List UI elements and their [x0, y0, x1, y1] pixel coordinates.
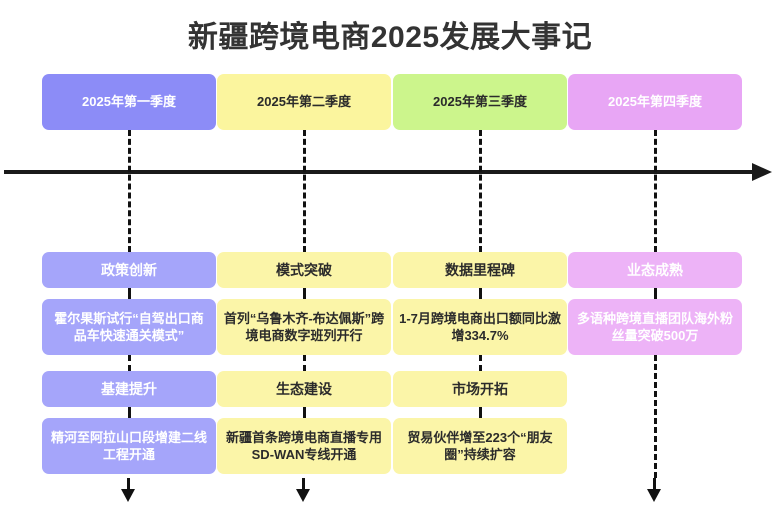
category-label-q2-0[interactable]: 模式突破 — [217, 252, 391, 288]
quarter-header-q1[interactable]: 2025年第一季度 — [42, 74, 216, 130]
category-label-q1-1[interactable]: 基建提升 — [42, 371, 216, 407]
connector-dashed-q1-mid3 — [128, 407, 131, 418]
detail-card-q3-1[interactable]: 贸易伙伴增至223个“朋友圈”持续扩容 — [393, 418, 567, 474]
page-title: 新疆跨境电商2025发展大事记 — [187, 21, 593, 54]
connector-dashed-q2-mid2 — [303, 355, 306, 371]
down-arrow-head-icon-q4 — [647, 489, 661, 502]
detail-card-q1-1[interactable]: 精河至阿拉山口段增建二线工程开通 — [42, 418, 216, 474]
connector-dashed-q1-mid1 — [128, 288, 131, 299]
connector-dashed-q3-upper — [479, 130, 482, 252]
down-arrow-stem-q2 — [302, 478, 305, 492]
connector-dashed-q1-upper — [128, 130, 131, 252]
connector-dashed-q2-mid3 — [303, 407, 306, 418]
down-arrow-head-icon-q2 — [296, 489, 310, 502]
detail-card-q2-0[interactable]: 首列“乌鲁木齐-布达佩斯”跨境电商数字班列开行 — [217, 299, 391, 355]
connector-dashed-q1-mid2 — [128, 355, 131, 371]
quarter-header-q4[interactable]: 2025年第四季度 — [568, 74, 742, 130]
down-arrow-head-icon-q1 — [121, 489, 135, 502]
quarter-header-q2[interactable]: 2025年第二季度 — [217, 74, 391, 130]
detail-card-q3-0[interactable]: 1-7月跨境电商出口额同比激增334.7% — [393, 299, 567, 355]
detail-card-q1-0[interactable]: 霍尔果斯试行“自驾出口商品车快速通关模式” — [42, 299, 216, 355]
timeline-axis-line — [4, 170, 756, 174]
connector-dashed-q3-mid1 — [479, 288, 482, 299]
connector-dashed-q2-mid1 — [303, 288, 306, 299]
connector-dashed-q4-lower — [654, 355, 657, 478]
category-label-q3-1[interactable]: 市场开拓 — [393, 371, 567, 407]
category-label-q4-0[interactable]: 业态成熟 — [568, 252, 742, 288]
connector-dashed-q4-mid1 — [654, 288, 657, 299]
down-arrow-stem-q4 — [653, 478, 656, 492]
timeline-arrow-head-icon — [752, 163, 772, 181]
connector-dashed-q4-upper — [654, 130, 657, 252]
connector-dashed-q2-upper — [303, 130, 306, 252]
down-arrow-stem-q1 — [127, 478, 130, 492]
category-label-q1-0[interactable]: 政策创新 — [42, 252, 216, 288]
detail-card-q2-1[interactable]: 新疆首条跨境电商直播专用SD-WAN专线开通 — [217, 418, 391, 474]
quarter-header-q3[interactable]: 2025年第三季度 — [393, 74, 567, 130]
detail-card-q4-0[interactable]: 多语种跨境直播团队海外粉丝量突破500万 — [568, 299, 742, 355]
category-label-q2-1[interactable]: 生态建设 — [217, 371, 391, 407]
connector-dashed-q3-mid3 — [479, 407, 482, 418]
category-label-q3-0[interactable]: 数据里程碑 — [393, 252, 567, 288]
connector-dashed-q3-mid2 — [479, 355, 482, 371]
